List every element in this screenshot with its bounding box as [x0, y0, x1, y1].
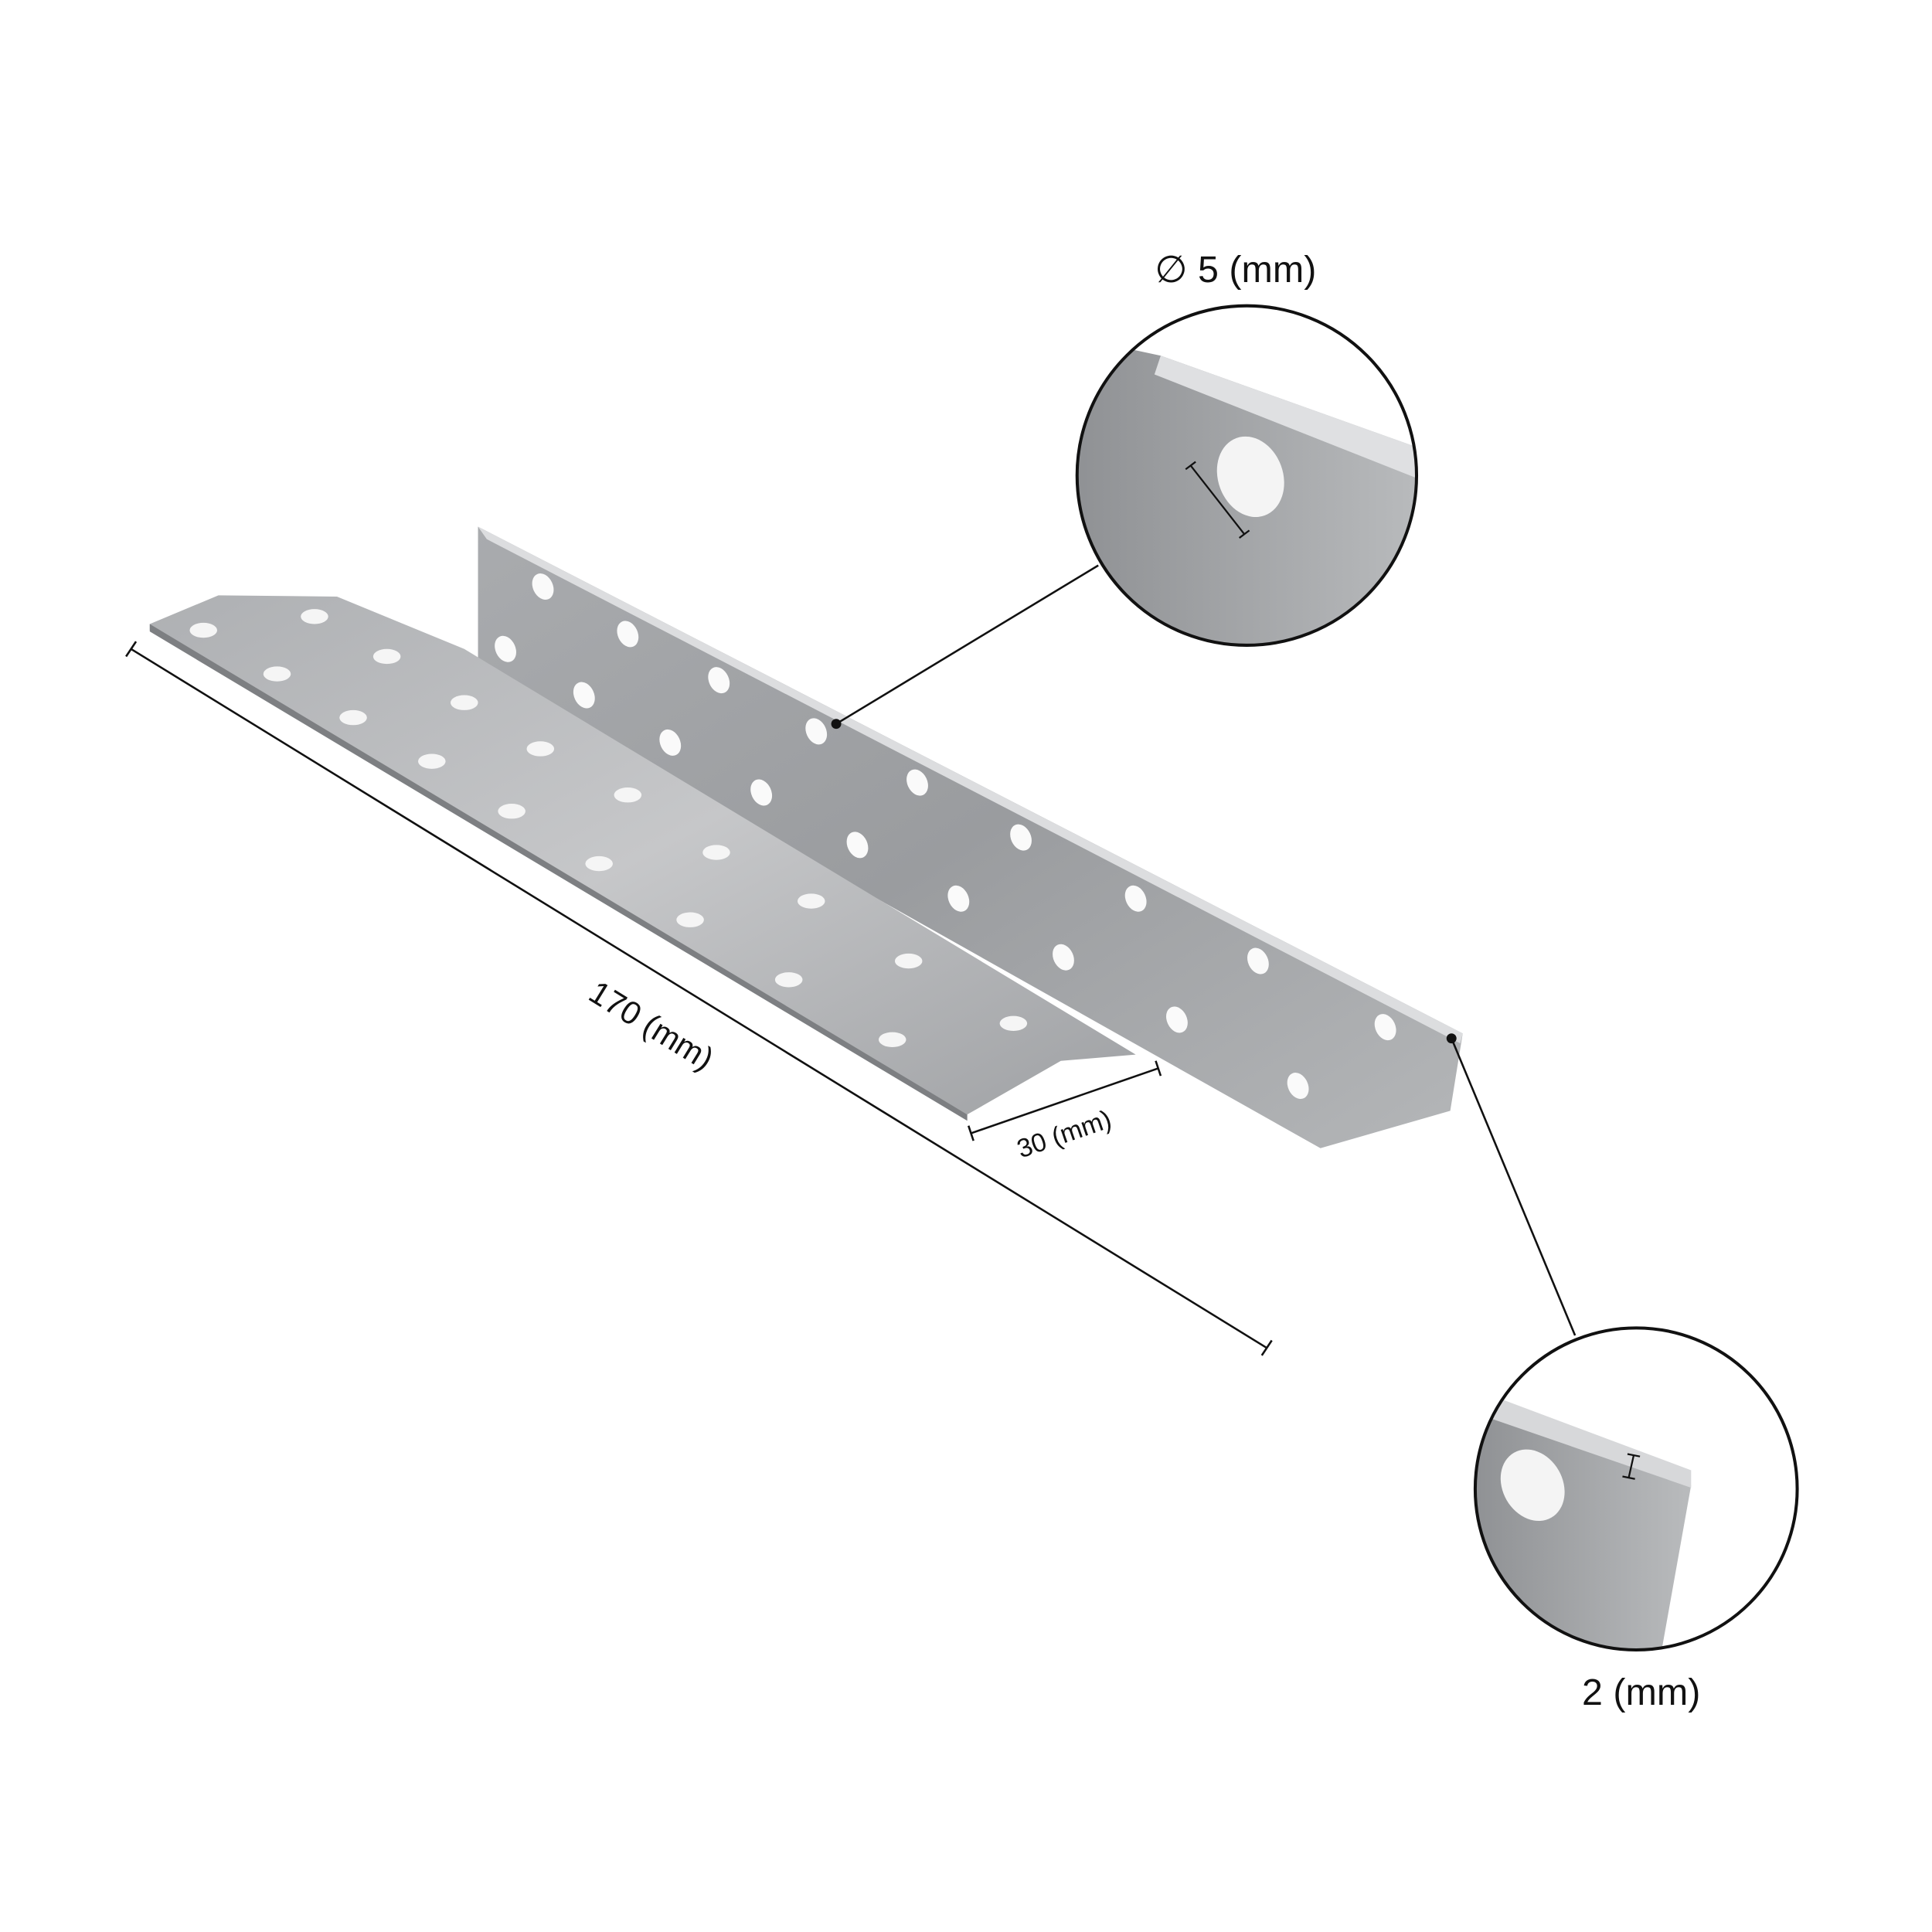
hole	[418, 753, 446, 769]
hole	[894, 953, 923, 969]
hole	[585, 855, 613, 872]
hole	[532, 573, 554, 600]
hole	[708, 667, 730, 694]
hole	[659, 729, 682, 756]
hole	[526, 741, 555, 757]
hole	[372, 648, 401, 665]
hole	[878, 1032, 906, 1047]
thickness-label: 2 (mm)	[1582, 1672, 1700, 1713]
length-label: 170 (mm)	[583, 974, 720, 1077]
hole	[301, 609, 328, 624]
hole	[451, 695, 478, 710]
hole	[999, 1015, 1028, 1031]
hole	[1247, 947, 1269, 975]
hole	[614, 787, 642, 803]
hole	[702, 845, 730, 860]
hole	[498, 804, 526, 819]
hole	[797, 893, 825, 909]
hole	[750, 779, 773, 806]
hole-callout	[831, 304, 1419, 730]
hole	[495, 635, 516, 662]
hole	[263, 666, 291, 682]
hole	[339, 709, 367, 726]
thickness-callout	[1446, 1033, 1799, 1652]
hole	[774, 972, 803, 988]
hole	[1124, 885, 1147, 912]
width-dimension	[968, 1060, 1162, 1141]
hole	[1166, 1006, 1188, 1033]
hole	[906, 769, 928, 796]
hole	[805, 718, 828, 745]
length-dimension	[125, 641, 1273, 1356]
hole	[947, 885, 970, 912]
hole	[1374, 1014, 1396, 1041]
hole	[1010, 824, 1032, 851]
hole	[1053, 944, 1074, 971]
horizontal-flange	[149, 595, 1136, 1121]
hole	[676, 912, 704, 927]
hole-diameter-label: ∅ 5 (mm)	[1155, 249, 1316, 291]
hole	[846, 832, 869, 859]
hole	[617, 621, 639, 648]
hole	[573, 682, 595, 709]
vertical-flange	[478, 526, 1463, 1148]
hole	[1287, 1073, 1309, 1100]
hole	[189, 622, 218, 638]
